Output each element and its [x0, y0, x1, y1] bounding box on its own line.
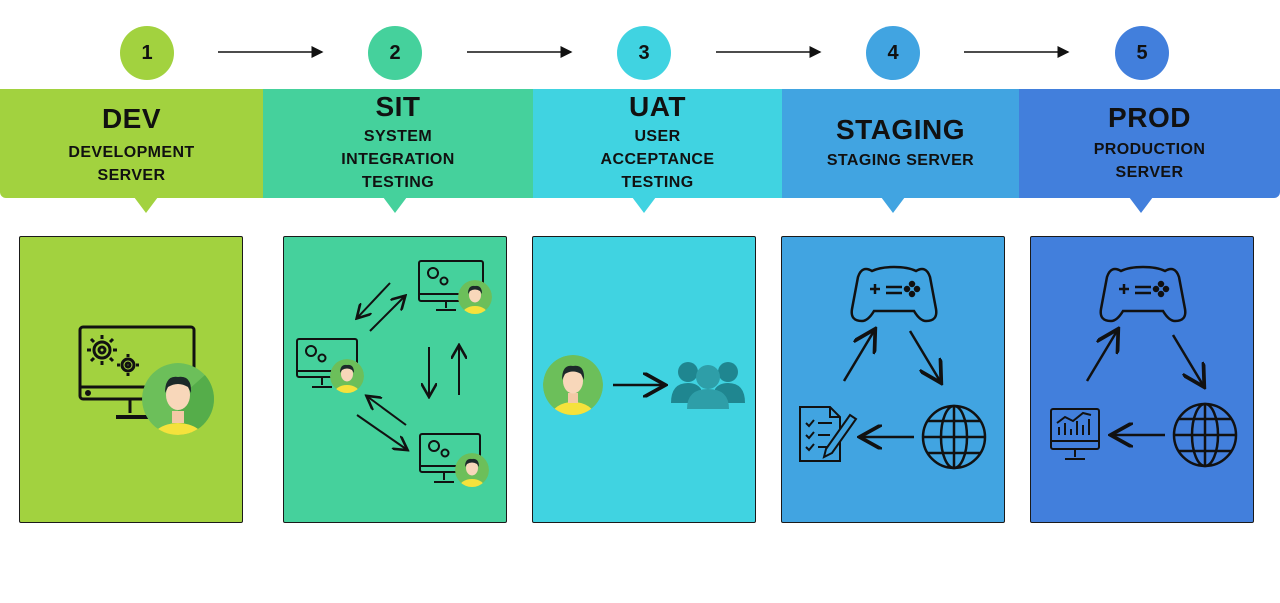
- panel-prod: [1030, 236, 1254, 523]
- banner-dev-subtitle: DEVELOPMENT SERVER: [68, 143, 195, 184]
- pointer-prod: [1129, 197, 1153, 213]
- banner-staging-title: STAGING: [836, 113, 965, 145]
- panel-staging: [781, 236, 1005, 523]
- banner-sit-title: SIT: [375, 91, 421, 123]
- user-group-icon: [671, 362, 745, 409]
- gamepad-icon: [1099, 265, 1187, 323]
- step-5-circle: 5: [1115, 26, 1169, 80]
- pointer-uat: [632, 197, 656, 213]
- banner-prod-title: PROD: [1108, 101, 1191, 133]
- pointer-dev: [134, 197, 158, 213]
- step-3-circle: 3: [617, 26, 671, 80]
- arrow-down-right-icon: [1171, 334, 1203, 385]
- pointer-staging: [881, 197, 905, 213]
- banner-prod-subtitle: PRODUCTION SERVER: [1093, 140, 1206, 181]
- step-4-circle: 4: [866, 26, 920, 80]
- pointer-sit: [383, 197, 407, 213]
- banner-sit-subtitle: SYSTEM INTEGRATION TESTING: [341, 128, 455, 192]
- arrow-up-right-icon: [842, 331, 874, 382]
- developer-avatar-icon: [455, 453, 489, 487]
- gamepad-icon: [850, 265, 938, 323]
- banner-dev: DEV DEVELOPMENT SERVER: [0, 89, 263, 198]
- checklist-pen-icon: [799, 406, 858, 462]
- developer-avatar-icon: [330, 359, 364, 393]
- banner-staging: STAGING STAGING SERVER: [782, 89, 1019, 198]
- banner-sit: SIT SYSTEM INTEGRATION TESTING: [263, 89, 533, 198]
- arrow-down-right-icon: [908, 330, 940, 381]
- banner-uat-title: UAT: [629, 91, 686, 123]
- arrow-up-right-icon: [1085, 331, 1117, 382]
- panel-uat: [532, 236, 756, 523]
- banner-staging-subtitle: STAGING SERVER: [826, 152, 975, 170]
- monitor-gears-icon: [296, 338, 358, 388]
- banner-dev-title: DEV: [101, 102, 162, 134]
- step-1-circle: 1: [120, 26, 174, 80]
- globe-icon: [921, 404, 987, 470]
- panel-dev: [19, 236, 243, 523]
- banner-uat-subtitle: USER ACCEPTANCE TESTING: [600, 128, 715, 192]
- developer-avatar-icon: [543, 355, 603, 415]
- bidirectional-arrows-icon: [357, 282, 459, 449]
- banner-prod: PROD PRODUCTION SERVER: [1019, 89, 1280, 198]
- banner-uat: UAT USER ACCEPTANCE TESTING: [533, 89, 782, 198]
- analytics-monitor-icon: [1050, 408, 1100, 460]
- panel-sit: [283, 236, 507, 523]
- step-2-circle: 2: [368, 26, 422, 80]
- developer-avatar-icon: [458, 280, 492, 314]
- step-connector-arrows: [218, 46, 1070, 58]
- developer-avatar-icon: [142, 363, 214, 435]
- globe-icon: [1172, 402, 1238, 468]
